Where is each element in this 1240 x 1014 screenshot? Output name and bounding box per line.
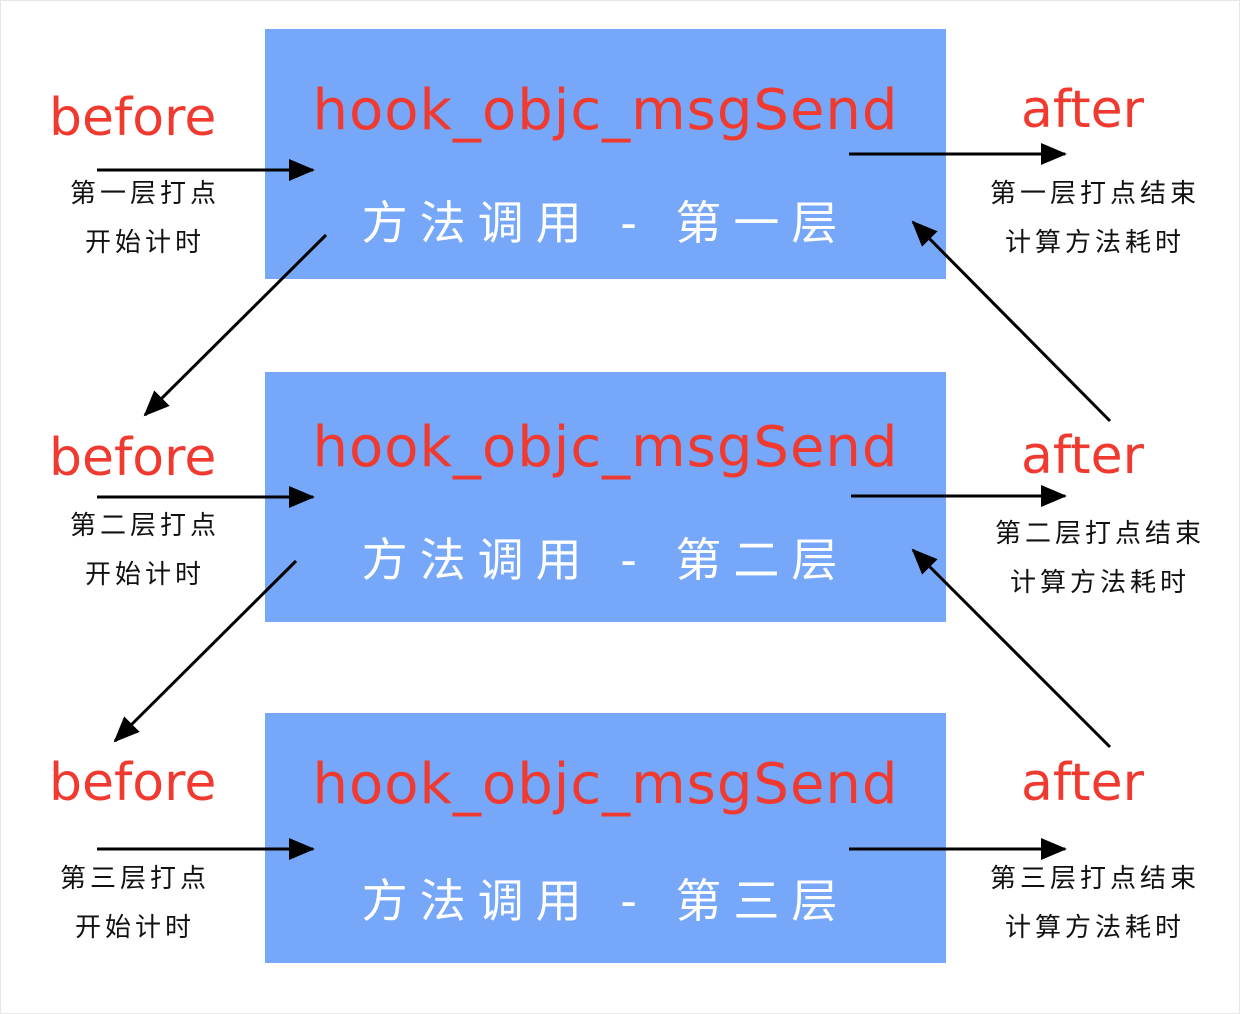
layer-3-before-note-line-1: 第三层打点 <box>59 864 210 894</box>
layer-2-box-subtitle: 方法调用 - 第二层 <box>361 533 850 587</box>
layer-1-box-title: hook_objc_msgSend <box>312 78 899 143</box>
layer-3-box-subtitle: 方法调用 - 第三层 <box>361 874 850 928</box>
layer-1-before-note-line-2: 开始计时 <box>84 228 205 258</box>
layer-1-after-label: after <box>1021 80 1145 140</box>
layer-1-after-note-line-1: 第一层打点结束 <box>989 179 1200 209</box>
layer-1-before-note: 第一层打点 开始计时 <box>40 170 250 268</box>
layer-3-after-note: 第三层打点结束 计算方法耗时 <box>960 855 1230 953</box>
layer-1-after-note-line-2: 计算方法耗时 <box>1004 228 1185 258</box>
layer-2-before-note-line-2: 开始计时 <box>84 560 205 590</box>
layer-1-box-subtitle: 方法调用 - 第一层 <box>361 196 850 250</box>
layer-3-box-title: hook_objc_msgSend <box>312 752 899 817</box>
arrow-up-3-to-2 <box>911 548 1112 749</box>
layer-3-after-label: after <box>1021 753 1145 813</box>
layer-2-before-label: before <box>49 428 217 488</box>
layer-3-box: hook_objc_msgSend 方法调用 - 第三层 <box>265 713 946 963</box>
layer-2-box: hook_objc_msgSend 方法调用 - 第二层 <box>265 372 946 622</box>
layer-2-after-note-line-1: 第二层打点结束 <box>994 519 1205 549</box>
arrow-up-2-to-1 <box>911 220 1112 423</box>
layer-1-before-note-line-1: 第一层打点 <box>69 179 220 209</box>
layer-1-box: hook_objc_msgSend 方法调用 - 第一层 <box>265 29 946 279</box>
layer-3-before-label: before <box>49 753 217 813</box>
arrow-down-2-to-3 <box>113 559 298 743</box>
layer-3-before-note: 第三层打点 开始计时 <box>30 855 240 953</box>
layer-2-before-note: 第二层打点 开始计时 <box>40 502 250 600</box>
layer-3-after-note-line-1: 第三层打点结束 <box>989 864 1200 894</box>
layer-2-after-note-line-2: 计算方法耗时 <box>1009 568 1190 598</box>
layer-3-after-note-line-2: 计算方法耗时 <box>1004 913 1185 943</box>
layer-2-before-note-line-1: 第二层打点 <box>69 511 220 541</box>
layer-1-before-label: before <box>49 88 217 148</box>
layer-2-box-title: hook_objc_msgSend <box>312 415 899 480</box>
arrow-down-1-to-2 <box>143 233 328 417</box>
layer-2-after-note: 第二层打点结束 计算方法耗时 <box>965 510 1235 608</box>
layer-3-before-note-line-2: 开始计时 <box>74 913 195 943</box>
layer-2-after-label: after <box>1021 426 1145 486</box>
layer-1-after-note: 第一层打点结束 计算方法耗时 <box>960 170 1230 268</box>
